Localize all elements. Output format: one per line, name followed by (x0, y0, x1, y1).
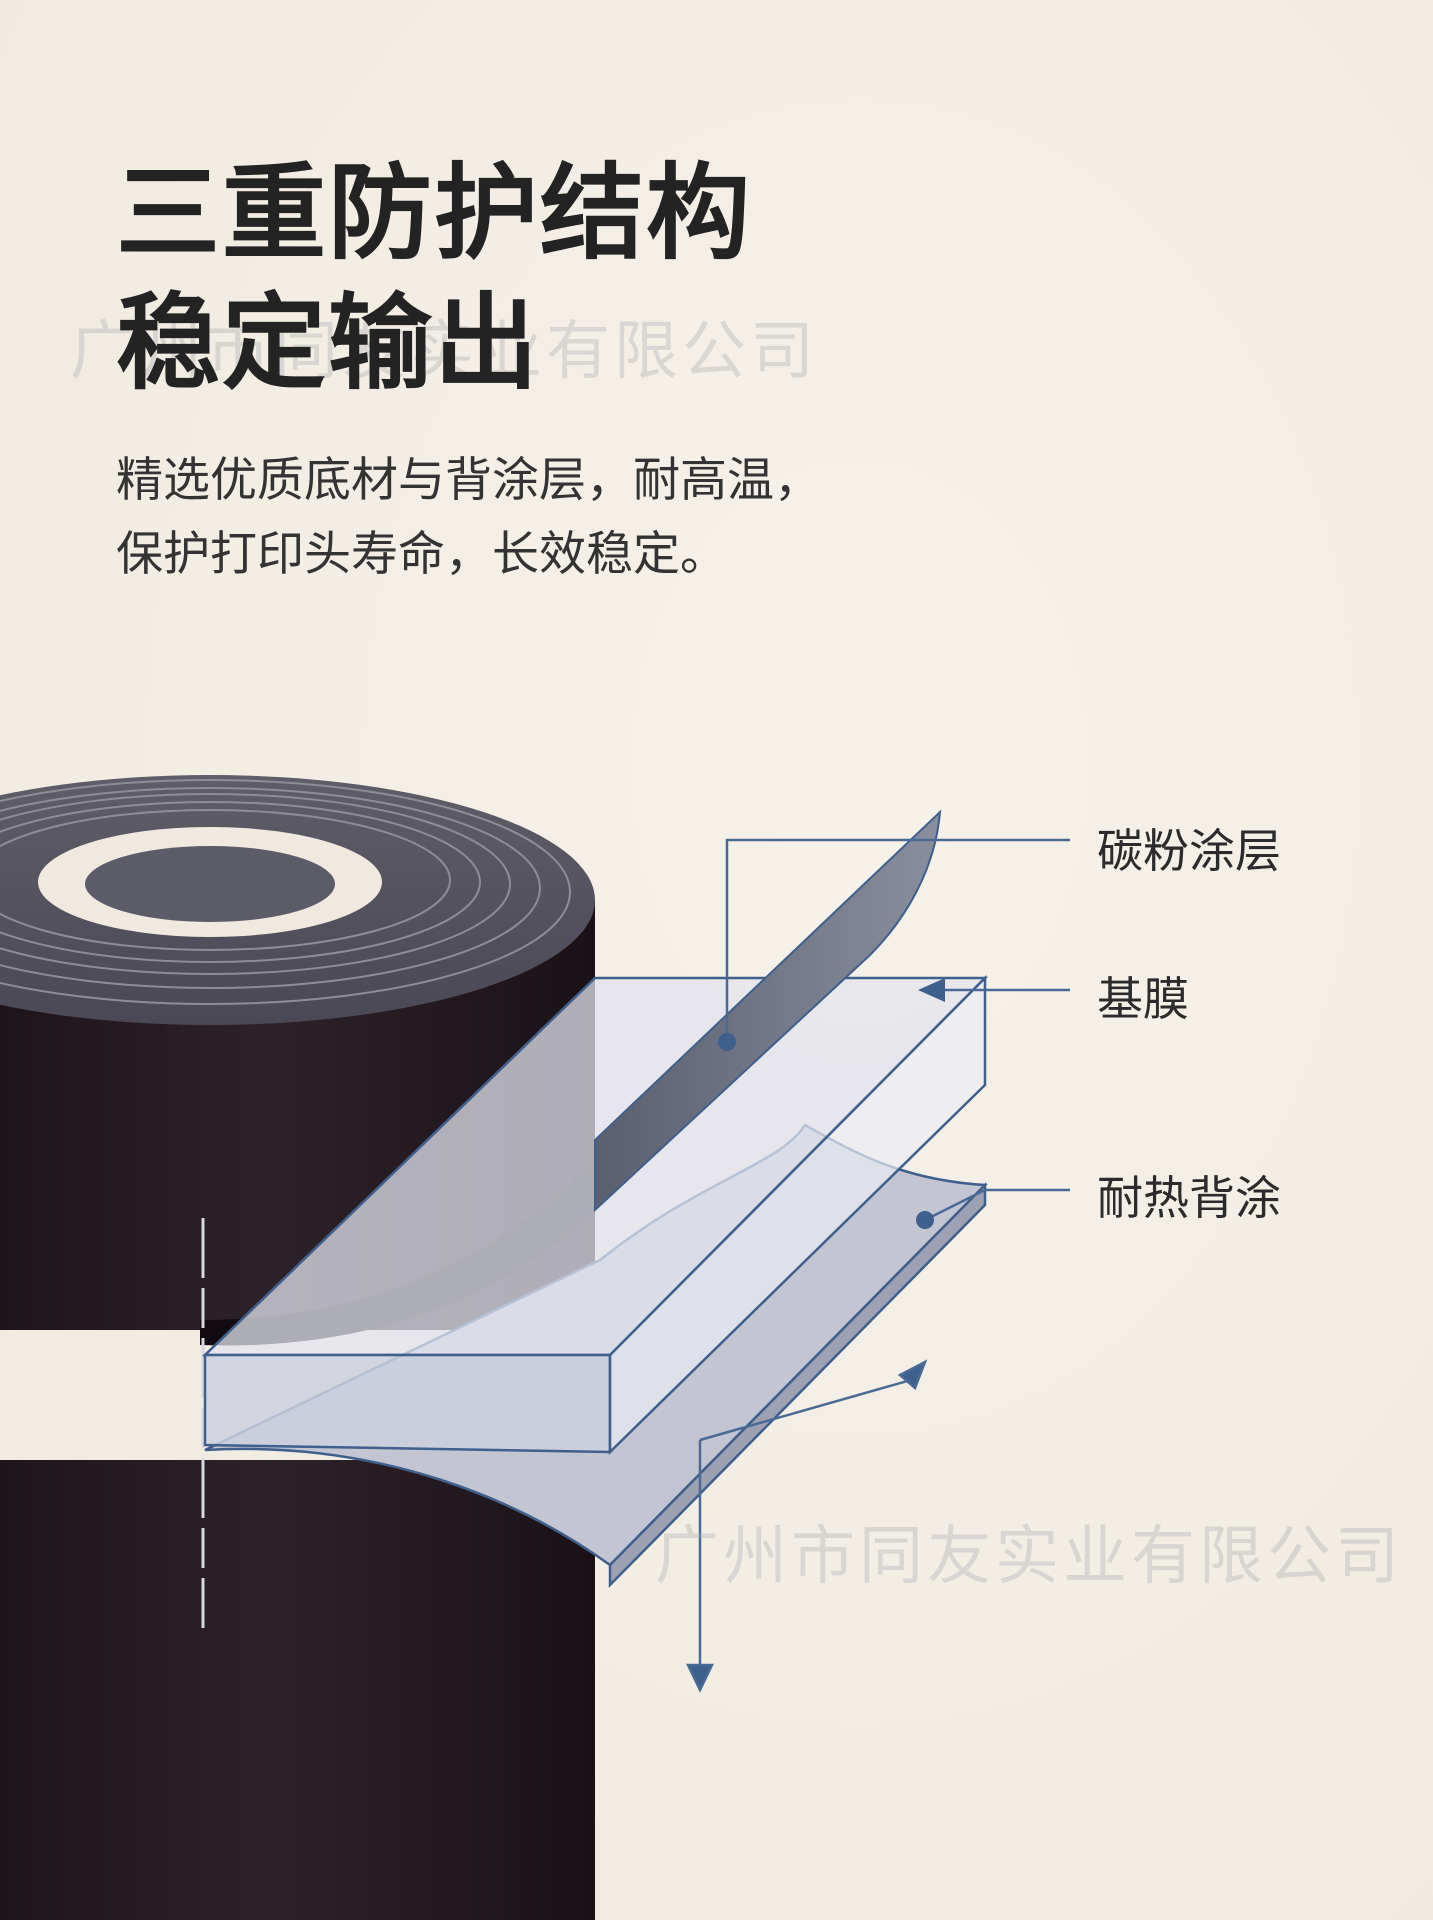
arrow-up-right-icon (897, 1359, 928, 1391)
arrow-up-right-shaft (699, 1376, 919, 1442)
film-layers (201, 809, 989, 1589)
base-film-front (203, 1353, 612, 1454)
label-carbon-coating: 碳粉涂层 (1097, 824, 1281, 878)
roll-body-lower (0, 1460, 595, 1920)
back-callout-dot (916, 1211, 934, 1229)
label-base-film: 基膜 (1097, 972, 1189, 1026)
back-callout-line (924, 1188, 1070, 1222)
arrow-down-icon (686, 1663, 714, 1693)
direction-arrows (686, 1359, 928, 1693)
title-line-1: 三重防护结构 (116, 152, 753, 274)
roll-winding-lines (0, 779, 571, 1005)
carbon-coating-layer (594, 809, 942, 1213)
back-coating-edge (608, 1181, 987, 1589)
title-line-2: 稳定输出 (116, 282, 541, 404)
page-title: 三重防护结构 稳定输出 (116, 148, 752, 408)
base-film-side (608, 974, 987, 1455)
description-line-2: 保护打印头寿命，长效稳定。 (116, 527, 727, 582)
description: 精选优质底材与背涂层，耐高温， 保护打印头寿命，长效稳定。 (116, 444, 821, 592)
callouts (725, 838, 1070, 1222)
carbon-callout-line (725, 838, 1070, 1040)
base-callout-arrow (918, 978, 945, 1002)
carbon-callout-dot (718, 1033, 736, 1051)
label-back-coating: 耐热背涂 (1097, 1171, 1281, 1225)
description-line-1: 精选优质底材与背涂层，耐高温， (116, 453, 821, 508)
roll-core-hole (85, 846, 335, 922)
